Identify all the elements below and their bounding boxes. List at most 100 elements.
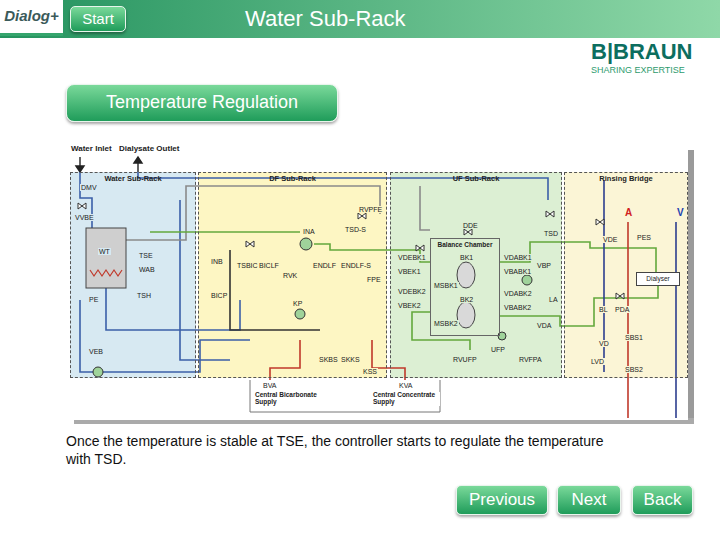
- component-label: BL: [598, 306, 609, 313]
- start-button: Start: [70, 6, 126, 32]
- wire: [250, 380, 440, 412]
- component-label: TSD: [543, 230, 559, 237]
- nav-button: Previous: [456, 485, 548, 515]
- component-label: PES: [636, 234, 652, 241]
- region-fill: [390, 172, 562, 378]
- component-label: RVPFE: [358, 206, 383, 213]
- component-label: ENDLF: [312, 262, 337, 269]
- wire: [150, 231, 300, 233]
- component-label: VBABK1: [503, 268, 532, 275]
- brand-logo-text: B|BRAUN: [590, 40, 693, 63]
- valve-symbol: [246, 241, 254, 247]
- component-label: BVA: [262, 382, 278, 389]
- component-label: VDE: [602, 236, 618, 243]
- heater: [86, 228, 126, 288]
- component-label: UFP: [490, 346, 506, 353]
- component-label: SKBS: [318, 356, 339, 363]
- component-label: VEB: [88, 348, 104, 355]
- component-label: RVK: [282, 272, 298, 279]
- component-label: DDE: [462, 222, 479, 229]
- caption-text: Once the temperature is stable at TSE, t…: [66, 432, 626, 468]
- component-label: KVA: [398, 382, 414, 389]
- heater: [90, 270, 122, 276]
- pump-symbol: [93, 367, 103, 377]
- component-label: BICP: [210, 292, 228, 299]
- component-label: Central Bicarbonate Supply: [254, 392, 322, 406]
- nav-button: Back: [632, 485, 693, 515]
- node-text: Temperature Regulation: [106, 93, 298, 113]
- component-label: ENDLF-S: [340, 262, 372, 269]
- panel: [66, 140, 688, 420]
- wire: [675, 222, 677, 418]
- balance-chamber-cell: [457, 262, 475, 288]
- component-label: MSBK1: [433, 282, 459, 289]
- component-label: BK2: [459, 296, 474, 303]
- pump-symbol: [93, 238, 532, 377]
- node-text: Start: [82, 11, 114, 28]
- component-label: SBS2: [624, 366, 644, 373]
- wire: [180, 200, 230, 360]
- component-label: A: [624, 208, 633, 219]
- component-label: SKKS: [340, 356, 361, 363]
- balance-chamber-cell: [457, 262, 475, 328]
- node-text: Next: [572, 491, 607, 510]
- component-label: INB: [210, 258, 224, 265]
- component-label: BICLF: [258, 262, 280, 269]
- flow-arrow: [76, 157, 142, 172]
- flow-arrow: [134, 157, 142, 163]
- component-label: MSBK2: [433, 320, 459, 327]
- panel: [66, 140, 688, 420]
- component-label: Central Concentrate Supply: [372, 392, 440, 406]
- valve-symbol: [416, 245, 424, 251]
- valve-symbol: [464, 229, 472, 235]
- wire: [80, 300, 250, 372]
- node-text: Dialyser: [646, 275, 669, 282]
- component-label: VBABK2: [503, 304, 532, 311]
- component-label: VDA: [536, 322, 552, 329]
- component-label: KP: [292, 300, 303, 307]
- node-text: DF Sub-Rack: [269, 175, 316, 183]
- component-label: BK1: [459, 254, 474, 261]
- component-label: VDEBK2: [397, 288, 427, 295]
- component-label: RVUFP: [452, 356, 478, 363]
- component-label: KSS: [362, 368, 378, 375]
- region-fill: [70, 172, 196, 378]
- component-label: TSBIC: [236, 262, 259, 269]
- component-label: VD: [598, 340, 610, 347]
- region-fill: [564, 172, 688, 378]
- component-label: VDABK2: [503, 290, 533, 297]
- component-label: LVD: [590, 358, 605, 365]
- component-label: VVBE: [74, 214, 95, 221]
- component-label: PDA: [614, 306, 630, 313]
- sub-rack-region: Rinsing BridgeDialyser: [564, 172, 688, 378]
- wire: [500, 286, 658, 326]
- component-label: V: [676, 208, 685, 219]
- heater: [86, 228, 126, 288]
- wire: [126, 186, 380, 240]
- component-label: PE: [88, 296, 99, 303]
- header-bar: [0, 0, 720, 38]
- component-label: VBP: [536, 262, 552, 269]
- wire: [627, 222, 629, 418]
- node-text: Back: [644, 491, 682, 510]
- component-label: FPE: [366, 276, 382, 283]
- wire: [230, 250, 320, 330]
- logo-box: Dialog+: [0, 0, 63, 36]
- component-label: VBEK1: [397, 268, 422, 275]
- valve-symbol: [616, 293, 624, 299]
- component-label: WT: [98, 248, 111, 255]
- header-bar: [0, 0, 720, 38]
- valve-symbol: [78, 203, 86, 209]
- wire: [314, 244, 430, 262]
- component-label: VBEK2: [397, 302, 422, 309]
- component-label: TSH: [136, 292, 152, 299]
- valve-symbol: [78, 203, 624, 299]
- component-label: DMV: [80, 184, 98, 191]
- node-text: Rinsing Bridge: [599, 175, 652, 183]
- pump-symbol: [295, 309, 305, 319]
- pump-symbol: [300, 238, 312, 250]
- component-label: WAB: [138, 266, 156, 273]
- component-label: TSD-S: [344, 226, 367, 233]
- valve-symbol: [596, 219, 604, 225]
- balance-chamber-cell: [457, 302, 475, 328]
